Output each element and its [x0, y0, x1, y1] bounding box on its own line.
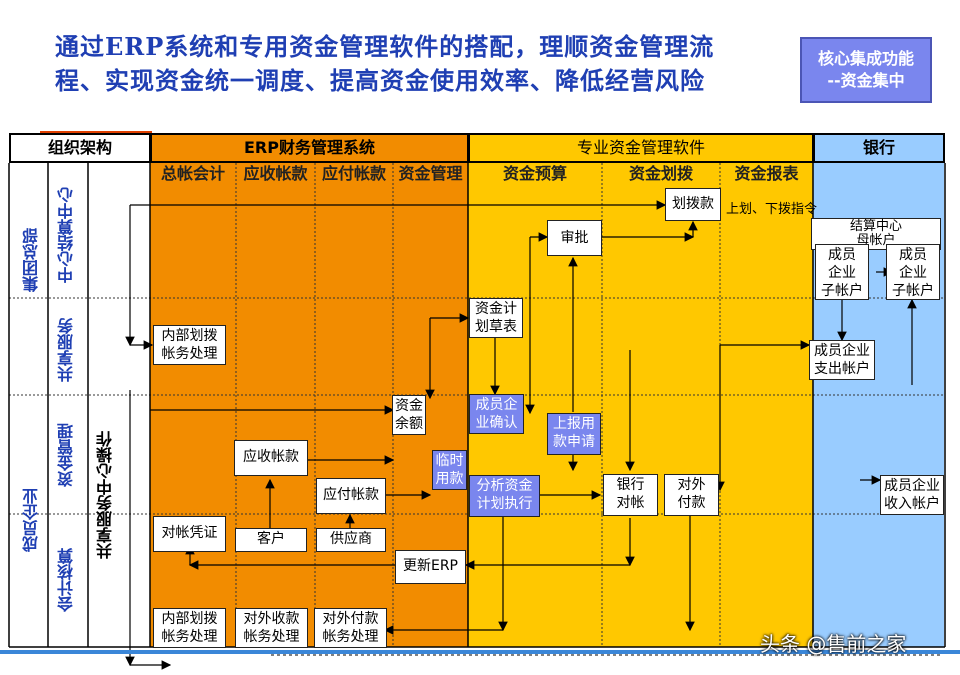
member-confirm-box: 成员企 业确认 [469, 394, 524, 434]
member-income-account-box: 成员企业 收入帐户 [880, 475, 944, 515]
bank-reconciliation-box: 银行 对帐 [603, 474, 658, 516]
update-erp-box: 更新ERP [395, 550, 466, 584]
member-sub-account-b-box: 成员 企业 子帐户 [886, 244, 940, 300]
core-function-badge: 核心集成功能 --资金集中 [800, 37, 932, 103]
report-fund-request-box: 上报用 款申请 [547, 413, 601, 455]
col-general-ledger: 总帐会计 [160, 164, 225, 183]
org-header: 组织架构 [9, 133, 151, 163]
bank-header: 银行 [813, 133, 945, 163]
header-accent [40, 131, 152, 133]
temp-payment-box: 临时 用款 [432, 450, 467, 490]
customer-box: 客户 [235, 528, 307, 552]
page-title: 通过ERP系统和专用资金管理软件的搭配，理顺资金管理流 程、实现资金统一调度、提… [55, 30, 775, 98]
external-payment-accounting-box: 对外付款 帐务处理 [314, 608, 387, 648]
org-hq-label: 集团总部 [22, 228, 41, 292]
approve-box: 审批 [547, 220, 602, 256]
col-fund-budget: 资金预算 [502, 164, 567, 183]
internal-transfer-accounting-b-box: 内部划拨 帐务处理 [153, 608, 226, 648]
external-receipt-accounting-box: 对外收款 帐务处理 [235, 608, 308, 648]
member-sub-account-a-box: 成员 企业 子帐户 [815, 244, 869, 300]
col-fund-mgmt: 资金管理 [398, 164, 463, 183]
col-fund-report: 资金报表 [734, 164, 799, 183]
erp-header: ERP财务管理系统 [150, 133, 469, 163]
col-payable: 应付帐款 [321, 164, 386, 183]
fund-plan-draft-box: 资金计 划草表 [469, 298, 523, 338]
title-line-2: 程、实现资金统一调度、提高资金使用效率、降低经营风险 [55, 66, 705, 95]
org-shared-ops-label: 共享服务中心操作 [96, 431, 115, 559]
org-fund-mgmt-label: 资金管理 [57, 423, 76, 487]
fund-balance-box: 资金 余额 [392, 395, 426, 435]
org-accounting-label: 会计核算 [57, 548, 76, 612]
internal-transfer-accounting-box: 内部划拨 帐务处理 [153, 325, 226, 365]
analyze-fund-plan-box: 分析资金 计划执行 [469, 475, 540, 517]
watermark: 头条 @售前之家 [760, 632, 907, 656]
treasury-header: 专业资金管理软件 [468, 133, 814, 163]
settlement-mother-account-box: 结算中心 母帐户 [811, 218, 941, 250]
supplier-box: 供应商 [316, 528, 386, 552]
badge-line-2: --资金集中 [827, 71, 905, 90]
org-column-bg [9, 163, 150, 647]
badge-line-1: 核心集成功能 [817, 49, 914, 68]
member-payout-account-box: 成员企业 支出帐户 [809, 340, 875, 380]
reconciliation-voucher-box: 对帐凭证 [153, 516, 226, 552]
title-line-1: 通过ERP系统和专用资金管理软件的搭配，理顺资金管理流 [55, 32, 715, 61]
transfer-funds-box: 划拨款 [665, 188, 721, 221]
instruction-annotation: 上划、下拨指令 [726, 202, 818, 217]
org-shared-service-label: 共享服务 [57, 318, 76, 382]
org-member-label: 成员企业 [22, 488, 41, 552]
receivable-box: 应收帐款 [234, 440, 308, 476]
payable-box: 应付帐款 [316, 478, 386, 514]
external-payment-box: 对外 付款 [664, 474, 719, 516]
bottom-band [0, 650, 960, 654]
col-fund-transfer: 资金划拨 [628, 164, 693, 183]
org-settle-center-label: 中心结算中心 [57, 187, 76, 283]
col-receivable: 应收帐款 [243, 164, 308, 183]
